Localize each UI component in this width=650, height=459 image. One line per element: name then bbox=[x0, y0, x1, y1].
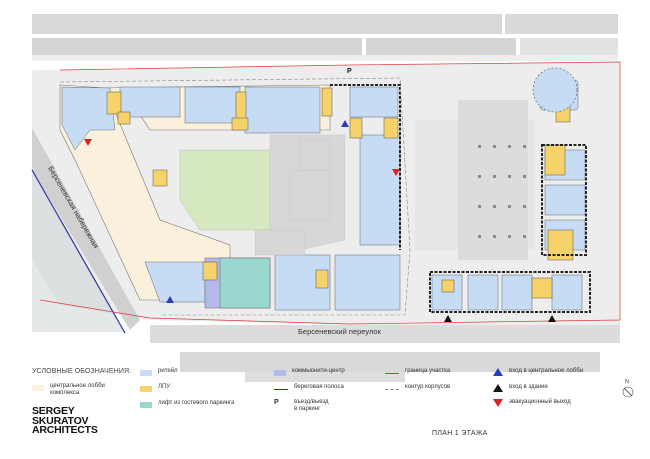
emergency-exit-icon bbox=[493, 399, 503, 407]
legend-building-outline-label: контур корпусов bbox=[405, 384, 451, 390]
rotunda bbox=[532, 67, 578, 113]
courtyard-terraces bbox=[254, 134, 346, 256]
guest-lift-swatch bbox=[140, 402, 152, 408]
legend-community-label: коммьюнити-центр bbox=[292, 368, 345, 374]
north-arrow: N bbox=[622, 379, 634, 398]
legend-title: УСЛОВНЫЕ ОБОЗНАЧЕНИЯ: bbox=[32, 368, 132, 375]
lpu-cores bbox=[106, 87, 574, 299]
legend-site-border-label: граница участка bbox=[405, 368, 451, 374]
embankment-street bbox=[32, 128, 140, 330]
logo-line-3: ARCHITECTS bbox=[32, 424, 98, 436]
legend-community: коммьюнити-центр bbox=[274, 368, 345, 376]
lpu-swatch bbox=[140, 386, 152, 392]
legend-lpu-label: ЛПУ bbox=[158, 384, 171, 390]
surrounding-buildings bbox=[32, 14, 618, 382]
legend-lobby-label: центральное лобби комплекса bbox=[50, 383, 105, 396]
lane-street bbox=[150, 325, 620, 343]
legend-guest-lift: лифт из гостевого паркинга bbox=[140, 400, 234, 408]
legend-site-border: граница участка bbox=[385, 368, 450, 375]
shoreline-line bbox=[31, 169, 126, 334]
plaza-pergola bbox=[415, 100, 535, 260]
legend-emergency-exit-label: эвакуационный выход bbox=[509, 399, 571, 405]
architect-logo: SERGEY SKURATOV ARCHITECTS bbox=[32, 405, 98, 436]
courtyard-green bbox=[179, 149, 271, 231]
legend-shoreline-label: береговая полоса bbox=[294, 384, 344, 390]
lobby-entrance-icon bbox=[493, 368, 503, 376]
retail-swatch bbox=[140, 370, 152, 376]
building-outline bbox=[59, 77, 411, 316]
logo-line-2: SKURATOV bbox=[32, 414, 89, 427]
north-label: N bbox=[625, 379, 629, 385]
community-swatch bbox=[274, 370, 286, 376]
parking-entry-symbol: P bbox=[274, 399, 279, 406]
legend-guest-lift-label: лифт из гостевого паркинга bbox=[158, 400, 235, 406]
legend-building-outline: контур корпусов bbox=[385, 384, 450, 391]
legend-lobby-entrance-label: вход в центральное лобби bbox=[509, 368, 584, 374]
guest-lift-zone bbox=[219, 257, 271, 309]
lobby-swatch bbox=[32, 385, 44, 391]
site-border-swatch bbox=[385, 373, 399, 374]
logo-line-1: SERGEY bbox=[32, 405, 75, 417]
plaza-columns bbox=[478, 145, 526, 238]
site-border-line bbox=[39, 61, 621, 325]
plan-title: ПЛАН 1 ЭТАЖА bbox=[432, 430, 488, 437]
legend-lobby: центральное лобби комплекса bbox=[32, 383, 105, 397]
legend-parking-entry-label: въезд/выезд в паркинг bbox=[294, 399, 329, 412]
retail-zones bbox=[61, 79, 586, 311]
legend-lpu: ЛПУ bbox=[140, 384, 170, 392]
legend-building-entrance: вход в здание bbox=[493, 384, 548, 392]
shoreline-swatch bbox=[274, 389, 288, 390]
building-outline-swatch bbox=[385, 389, 399, 390]
lane-label: Берсеневский переулок bbox=[298, 327, 382, 336]
legend-building-entrance-label: вход в здание bbox=[509, 384, 548, 390]
historic-walls bbox=[330, 84, 591, 313]
entrance-markers bbox=[84, 120, 556, 322]
legend-retail: ритейл bbox=[140, 368, 178, 376]
legend-retail-label: ритейл bbox=[158, 368, 178, 374]
legend-parking-entry: P въезд/выезд в паркинг bbox=[274, 399, 329, 413]
legend-emergency-exit: эвакуационный выход bbox=[493, 399, 571, 407]
building-entrance-icon bbox=[493, 384, 503, 392]
parking-marker: P bbox=[347, 68, 352, 75]
legend-shoreline: береговая полоса bbox=[274, 384, 344, 391]
legend-lobby-entrance: вход в центральное лобби bbox=[493, 368, 583, 376]
